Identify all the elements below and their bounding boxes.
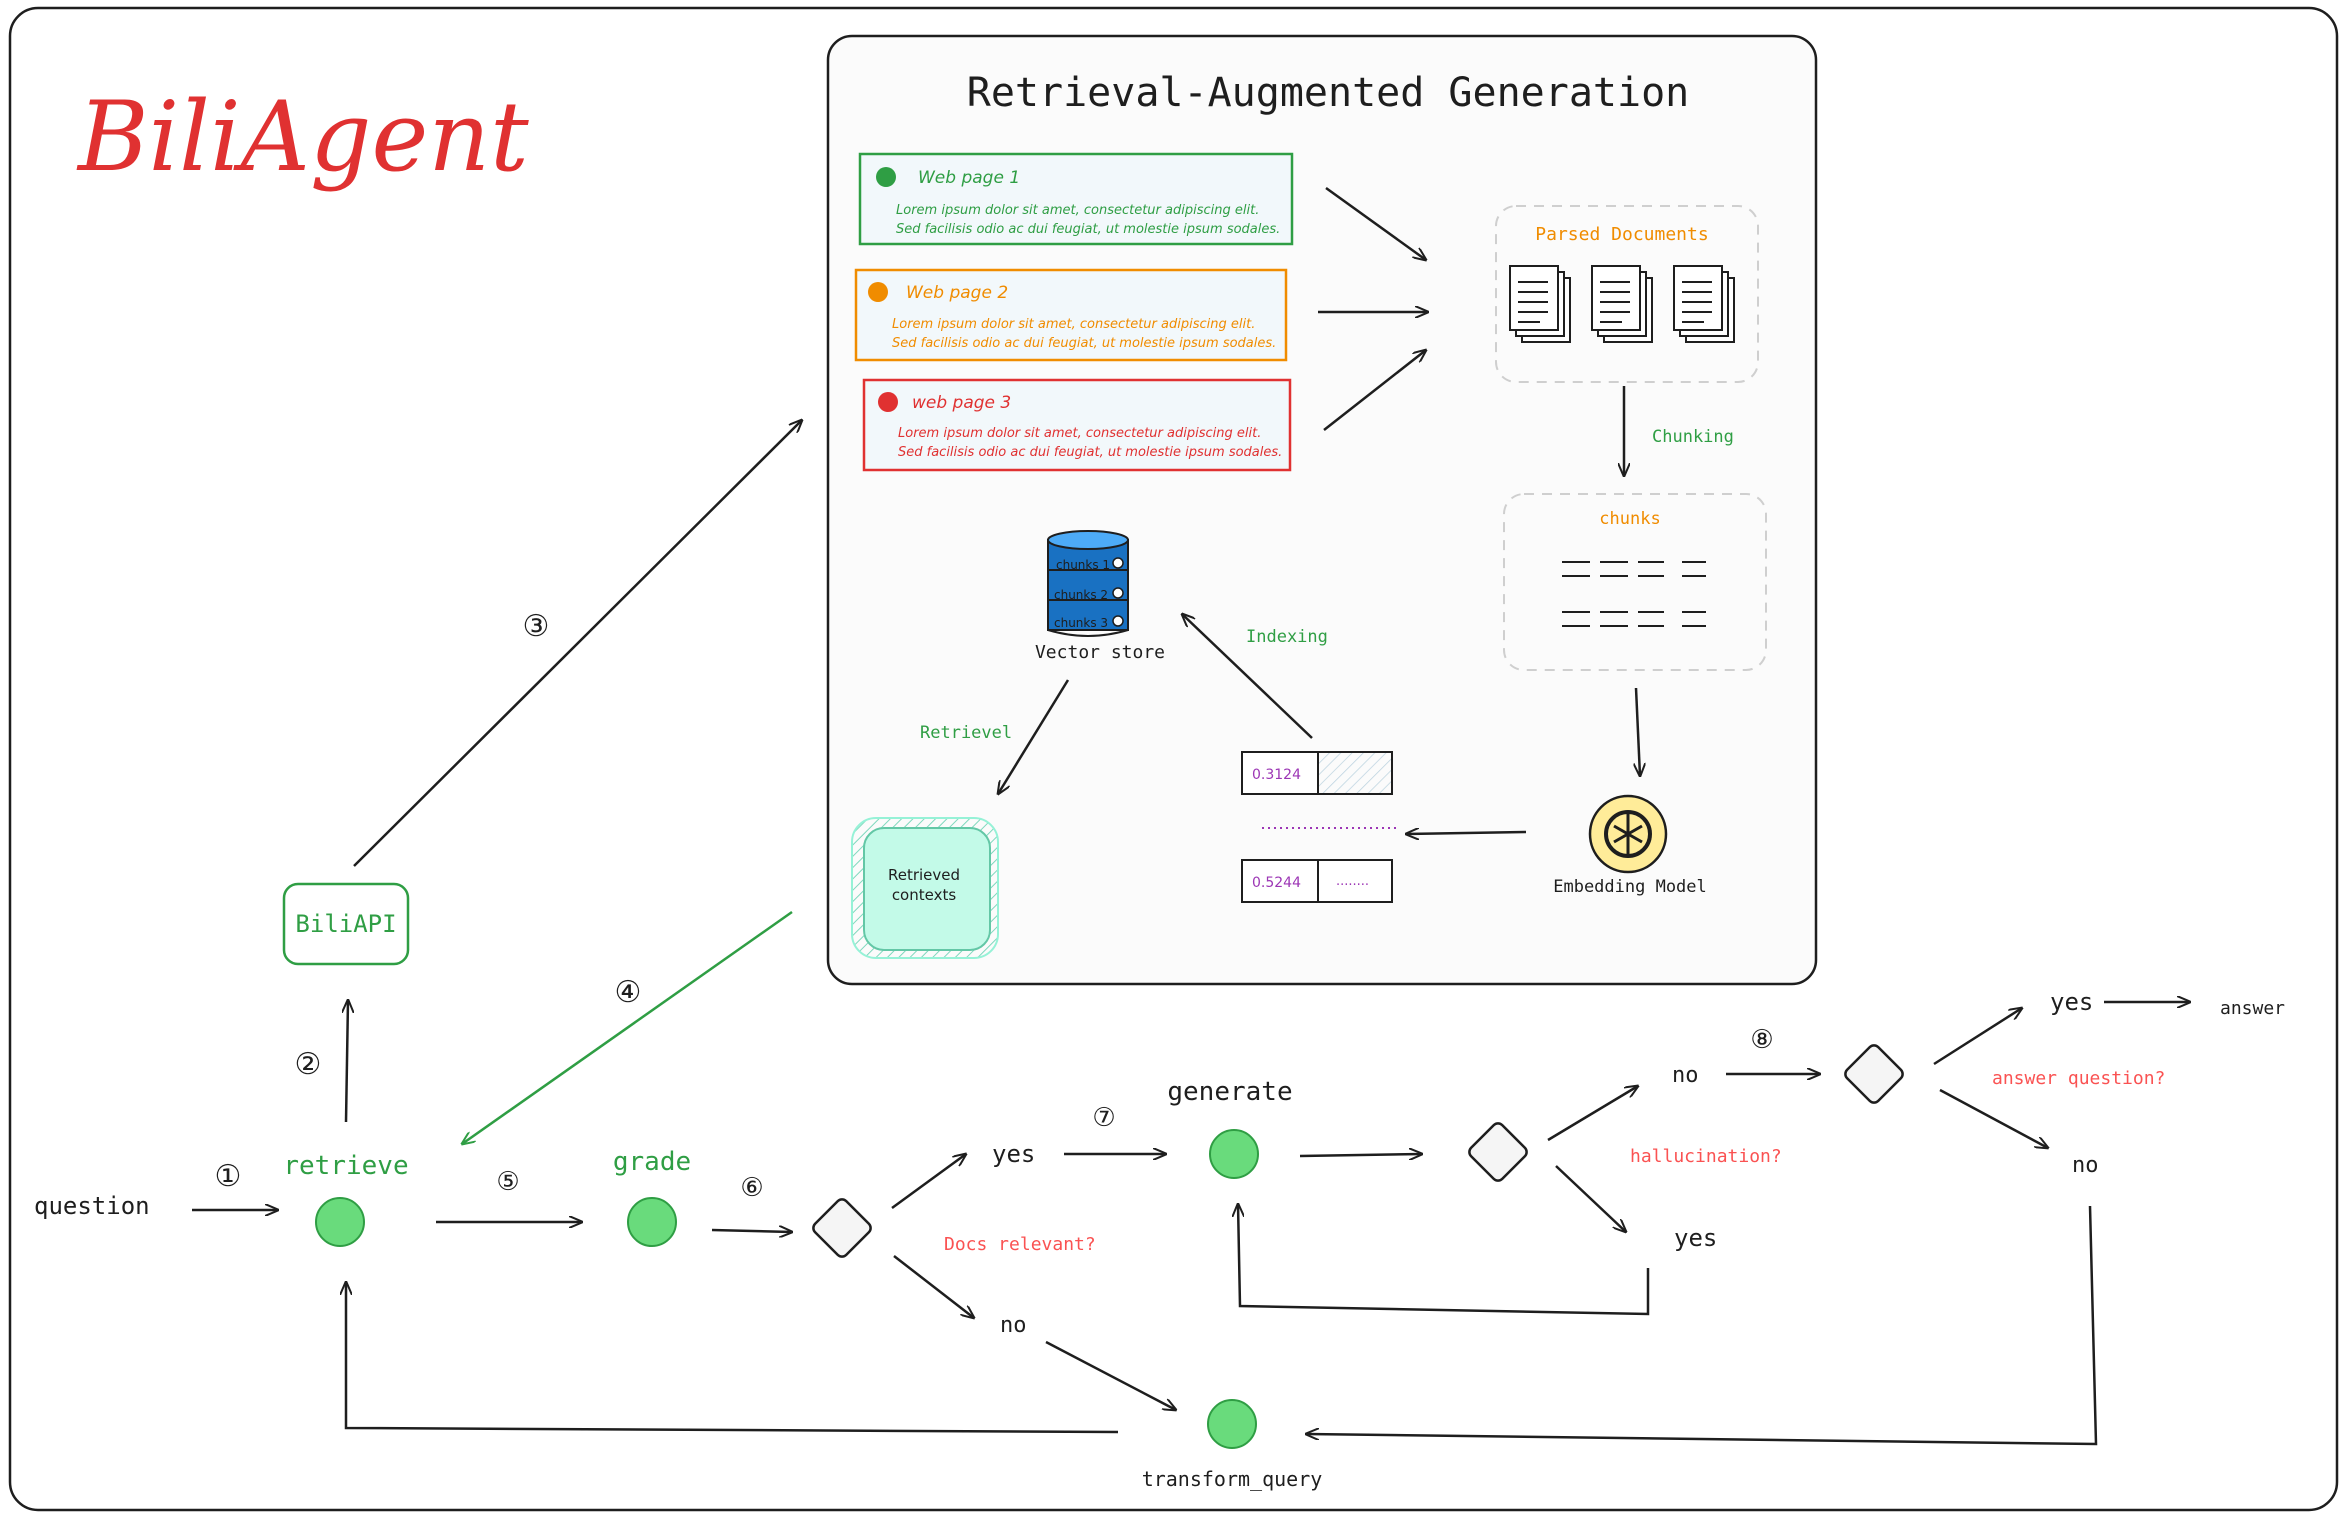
web-page-3-line1: Lorem ipsum dolor sit amet, consectetur … — [898, 426, 1261, 441]
retrieved-contexts-card — [851, 817, 999, 959]
step-2: ② — [295, 1047, 322, 1082]
loop-hallucination-generate — [1238, 1204, 1650, 1316]
retrievel-label: Retrievel — [920, 723, 1012, 743]
chunk-lines-icon — [1562, 561, 1706, 627]
biliapi-box — [282, 882, 410, 966]
step-4: ④ — [615, 975, 642, 1010]
yes-3: yes — [2050, 988, 2093, 1016]
loop-answer-transform — [1306, 1205, 2098, 1446]
chunking-label: Chunking — [1652, 427, 1734, 447]
arrow-decision3-yes — [1933, 1008, 2022, 1066]
embedding-model-label: Embedding Model — [1553, 877, 1707, 897]
retrieve-node[interactable] — [315, 1197, 365, 1247]
app-title: BiliAgent — [76, 81, 529, 193]
embedding-model-icon — [1588, 794, 1668, 874]
loop-transform-retrieve — [346, 1282, 1119, 1434]
arrow-decision2-yes — [1555, 1165, 1626, 1232]
no-2: no — [1672, 1063, 1699, 1088]
grade-label: grade — [613, 1147, 691, 1177]
step-6: ⑥ — [740, 1173, 763, 1203]
outer-frame — [8, 6, 2339, 1512]
step-5: ⑤ — [496, 1167, 519, 1197]
rag-title: Retrieval-Augmented Generation — [967, 70, 1689, 116]
vector-value-1: 0.3124 — [1252, 767, 1301, 783]
transform-query-label: transform_query — [1142, 1467, 1323, 1491]
indexing-label: Indexing — [1246, 627, 1328, 647]
vector-store-row-1: chunks 1 — [1056, 558, 1110, 572]
document-icon — [1509, 265, 1571, 343]
docs-relevant-label: Docs relevant? — [944, 1234, 1096, 1255]
vector-row-1: 0.3124 — [1241, 751, 1393, 795]
vector-value-2: 0.5244 — [1252, 875, 1301, 891]
vector-ellipsis: ........ — [1336, 874, 1369, 889]
step-7: ⑦ — [1092, 1103, 1115, 1133]
chunks-label: chunks — [1599, 509, 1660, 529]
arrow-store-contexts — [998, 679, 1070, 794]
web-page-2-line1: Lorem ipsum dolor sit amet, consectetur … — [892, 317, 1255, 332]
web-page-1-dot — [876, 167, 896, 187]
arrow-biliapi-rag — [353, 420, 802, 867]
arrow-embedding-vectors — [1406, 832, 1527, 834]
web-page-3: web page 3 Lorem ipsum dolor sit amet, c… — [862, 378, 1292, 472]
retrieved-contexts-line1: Retrieved — [888, 866, 960, 884]
web-page-1-line1: Lorem ipsum dolor sit amet, consectetur … — [896, 203, 1259, 218]
web-page-1: Web page 1 Lorem ipsum dolor sit amet, c… — [858, 152, 1294, 246]
hallucination-decision — [1468, 1122, 1528, 1182]
vector-store-row-3: chunks 3 — [1054, 616, 1108, 630]
arrow-generate-decision — [1299, 1154, 1422, 1156]
yes-1: yes — [992, 1140, 1035, 1168]
vector-row-2: 0.5244 ........ — [1241, 859, 1393, 903]
parsed-documents-label: Parsed Documents — [1535, 224, 1708, 245]
web-page-2-label: Web page 2 — [906, 283, 1008, 303]
arrow-chunks-embedding — [1636, 687, 1640, 776]
no-1: no — [1000, 1313, 1027, 1338]
answer-label: answer — [2220, 998, 2285, 1019]
arrow-webpage1-docs — [1325, 186, 1426, 260]
web-page-2: Web page 2 Lorem ipsum dolor sit amet, c… — [854, 268, 1288, 362]
hallucination-label: hallucination? — [1630, 1146, 1782, 1167]
web-page-3-label: web page 3 — [912, 393, 1011, 413]
question-label: question — [34, 1192, 150, 1220]
no-3: no — [2072, 1153, 2099, 1178]
step-1: ① — [215, 1159, 242, 1194]
web-page-3-line2: Sed facilisis odio ac dui feugiat, ut mo… — [898, 445, 1282, 460]
generate-node[interactable] — [1209, 1129, 1259, 1179]
vector-store-label: Vector store — [1035, 642, 1165, 663]
web-page-2-dot — [868, 282, 888, 302]
arrow-decision3-no — [1939, 1088, 2048, 1148]
arrow-decision1-yes — [891, 1154, 966, 1210]
web-page-3-dot — [878, 392, 898, 412]
generate-label: generate — [1167, 1077, 1292, 1107]
arrow-decision1-no — [893, 1255, 974, 1318]
document-icon — [1591, 265, 1653, 343]
retrieve-label: retrieve — [283, 1151, 408, 1181]
arrow-grade-decision — [711, 1230, 792, 1232]
arrow-retrieve-biliapi — [346, 1000, 348, 1123]
grade-node[interactable] — [627, 1197, 677, 1247]
transform-query-node[interactable] — [1207, 1399, 1257, 1449]
vector-store-icon — [1047, 530, 1129, 637]
step-3: ③ — [523, 609, 550, 644]
web-page-1-line2: Sed facilisis odio ac dui feugiat, ut mo… — [896, 222, 1280, 237]
answer-question-decision — [1844, 1044, 1904, 1104]
retrieved-contexts-line2: contexts — [892, 886, 957, 904]
web-page-1-label: Web page 1 — [918, 168, 1020, 188]
answer-question-label: answer question? — [1992, 1068, 2165, 1089]
arrow-vectors-store — [1182, 614, 1313, 739]
arrow-no-transform — [1045, 1340, 1176, 1410]
arrow-rag-retrieve — [462, 910, 793, 1144]
biliapi-label: BiliAPI — [295, 910, 396, 938]
document-icon — [1673, 265, 1735, 343]
arrow-webpage3-docs — [1323, 350, 1426, 431]
step-8: ⑧ — [1750, 1025, 1773, 1055]
yes-2: yes — [1674, 1224, 1717, 1252]
arrow-decision2-no — [1547, 1086, 1638, 1142]
vector-store-row-2: chunks 2 — [1054, 588, 1108, 602]
docs-relevant-decision — [812, 1198, 872, 1258]
web-page-2-line2: Sed facilisis odio ac dui feugiat, ut mo… — [892, 336, 1276, 351]
